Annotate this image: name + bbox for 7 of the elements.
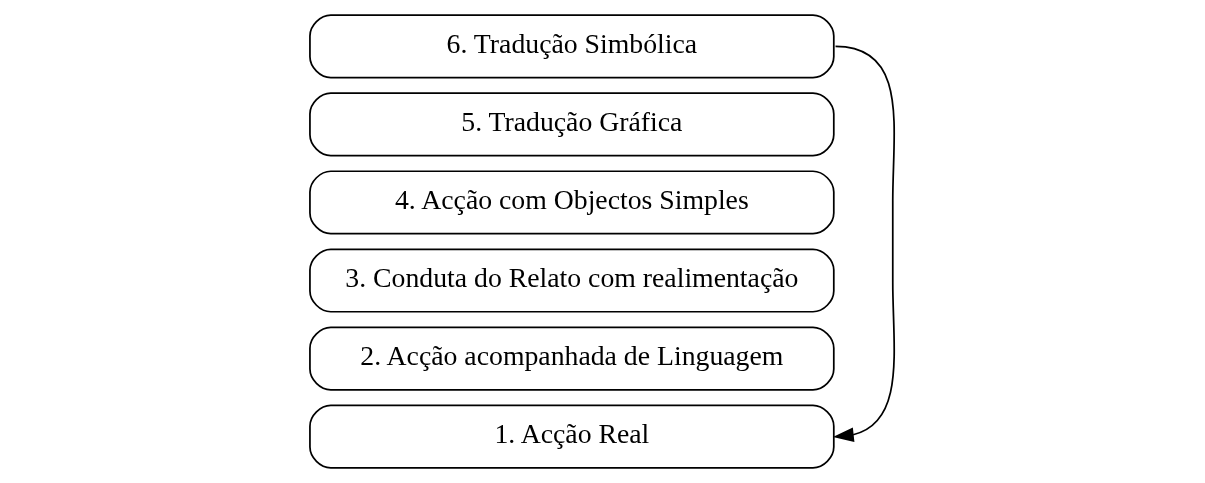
node-box: 2. Acção acompanhada de Linguagem	[308, 326, 835, 391]
node-box: 6. Tradução Simbólica	[308, 14, 835, 79]
node-box: 3. Conduta do Relato com realimentação	[308, 248, 835, 313]
node-box: 1. Acção Real	[308, 404, 835, 469]
node-box: 5. Tradução Gráfica	[308, 92, 835, 157]
node-box: 4. Acção com Objectos Simples	[308, 170, 835, 235]
arrow	[832, 45, 895, 442]
